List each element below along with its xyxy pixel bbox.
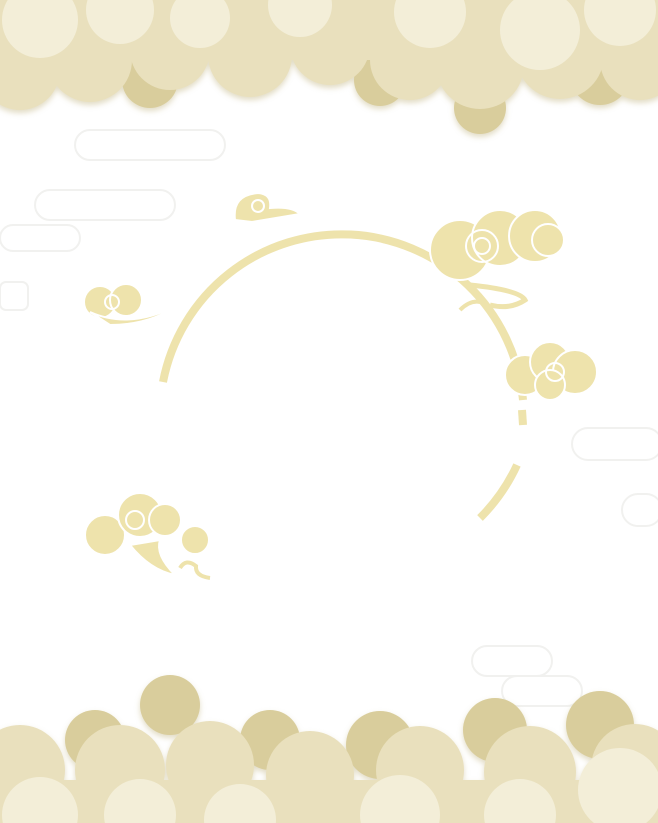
bottom-cloud-bank	[0, 675, 658, 823]
auspicious-cloud-icon	[83, 191, 598, 580]
background-streaks	[0, 129, 658, 707]
moon-arc	[159, 230, 527, 521]
top-cloud-bank	[0, 0, 658, 134]
